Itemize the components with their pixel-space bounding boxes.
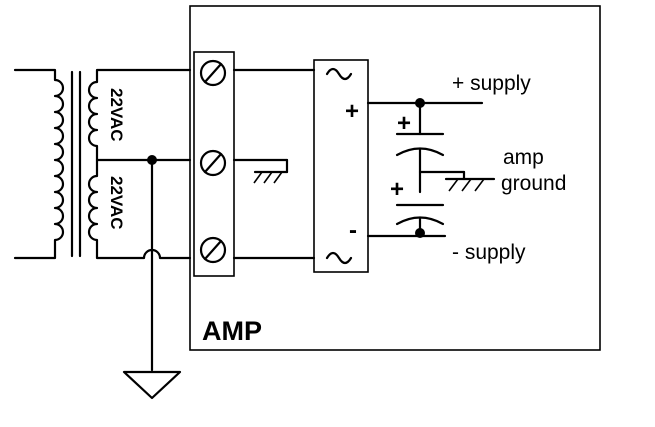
terminal-screw-1 [199,59,227,87]
internal-ground-symbol [253,158,289,184]
transformer-primary-winding [13,68,65,260]
rectifier-ac-symbol-upper [325,67,353,81]
winding-upper-label: 22VAC [107,88,126,142]
amp-enclosure [189,5,601,351]
cap-upper-plus-label: + [397,110,411,137]
amp-ground-symbol [444,170,496,192]
amp-label: AMP [202,316,262,346]
neg-supply-label: - supply [452,241,526,264]
rectifier-ac-symbol-lower [325,251,353,265]
terminal-screw-3 [199,236,227,264]
rectifier-plus-label: + [345,98,359,125]
cap-lower-plus-label: + [390,176,404,203]
transformer-secondary-winding [87,68,192,260]
amp-ground-label-line2: ground [501,172,566,195]
chassis-ground-symbol [122,370,182,400]
bridge-rectifier [313,59,369,273]
terminal-block [193,51,235,277]
winding-lower-label: 22VAC [107,176,126,230]
pos-supply-label: + supply [452,72,531,95]
terminal-screw-2 [199,149,227,177]
rectifier-minus-label: - [349,217,357,244]
amp-ground-label-line1: amp [503,146,544,169]
